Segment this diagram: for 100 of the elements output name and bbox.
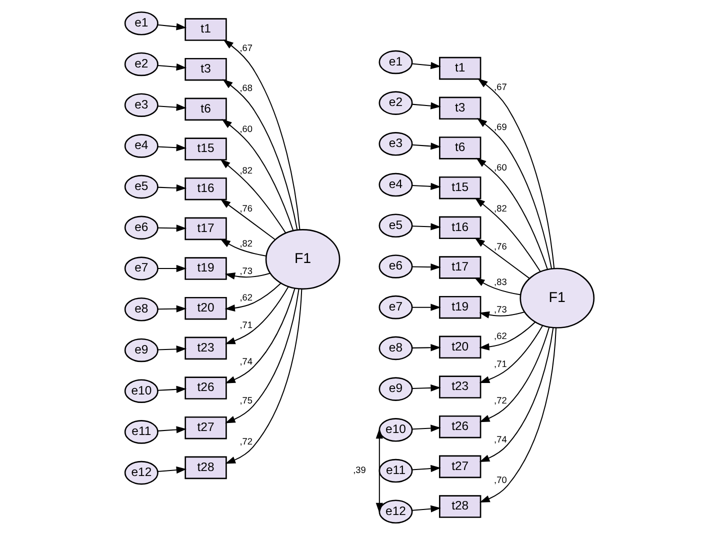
- node-box: t17: [439, 256, 482, 279]
- node-ellipse: e3: [378, 132, 413, 156]
- edge-label: ,69: [494, 122, 507, 132]
- edge-label: ,82: [494, 204, 507, 214]
- edge-label: ,74: [494, 434, 507, 444]
- arrow: [476, 158, 548, 270]
- arrow: [479, 322, 536, 350]
- arrow: [225, 286, 289, 344]
- arrow: [412, 505, 441, 512]
- node-box: t16: [184, 177, 227, 200]
- edge-label: ,62: [494, 331, 507, 342]
- arrow: [158, 184, 187, 192]
- node-box: t27: [439, 455, 482, 478]
- arrow: [224, 272, 270, 280]
- arrow: [476, 118, 552, 269]
- node-ellipse: e9: [124, 338, 158, 362]
- node-ellipse: e6: [378, 254, 413, 278]
- edge-label: ,68: [240, 83, 253, 93]
- arrow: [479, 325, 544, 383]
- node-box: t1: [184, 18, 227, 41]
- node-ellipse: e2: [124, 52, 158, 76]
- node-box: t19: [439, 296, 482, 319]
- node-ellipse: e10: [378, 418, 413, 442]
- arrow: [158, 63, 187, 71]
- arrow: [222, 118, 294, 231]
- node-box: t23: [184, 336, 227, 360]
- edge-label: ,60: [494, 162, 507, 173]
- node-box: t27: [184, 416, 227, 440]
- edge-label: ,62: [240, 292, 253, 302]
- arrow: [158, 104, 187, 111]
- edge-label: ,39: [353, 465, 366, 476]
- node-box: t20: [439, 336, 482, 359]
- arrow: [158, 426, 187, 434]
- arrow: [412, 344, 441, 352]
- node-ellipse: F1: [520, 268, 595, 328]
- arrow: [412, 142, 441, 150]
- arrow: [225, 288, 302, 464]
- arrow: [479, 311, 525, 318]
- arrow: [412, 304, 441, 311]
- node-ellipse: e8: [124, 297, 158, 322]
- arrow: [479, 327, 550, 422]
- edge-label: ,72: [240, 436, 253, 446]
- edge-label: ,67: [240, 43, 253, 54]
- node-ellipse: e5: [378, 214, 413, 238]
- node-ellipse: e4: [378, 172, 413, 197]
- edge-label: ,76: [494, 241, 507, 252]
- arrow: [158, 466, 187, 474]
- arrow: [412, 464, 441, 472]
- edge-label: ,72: [494, 396, 507, 406]
- node-ellipse: e9: [378, 377, 413, 401]
- node-ellipse: e2: [378, 91, 413, 115]
- edge-label: ,82: [240, 166, 253, 176]
- arrow: [158, 23, 187, 30]
- arrow: [158, 224, 187, 232]
- node-box: t28: [184, 456, 227, 480]
- node-box: t6: [439, 136, 482, 160]
- edge-label: ,70: [494, 475, 507, 486]
- node-ellipse: e5: [124, 174, 158, 199]
- node-box: t6: [184, 98, 227, 121]
- arrow: [479, 328, 554, 462]
- arrow: [412, 384, 441, 392]
- node-ellipse: F1: [265, 229, 340, 290]
- arrow: [474, 238, 530, 279]
- node-box: t3: [184, 58, 227, 81]
- edge-label: ,60: [240, 124, 253, 134]
- arrow: [158, 264, 187, 272]
- node-box: t16: [439, 216, 482, 240]
- arrow: [412, 182, 441, 190]
- edge-label: ,75: [240, 396, 253, 406]
- arrow: [412, 62, 441, 70]
- edge-label: ,71: [240, 320, 253, 330]
- arrow: [224, 282, 282, 312]
- arrow: [223, 40, 300, 230]
- arrow: [412, 223, 441, 230]
- arrow: [158, 144, 187, 152]
- node-ellipse: e4: [124, 134, 158, 158]
- arrow: [225, 288, 300, 424]
- node-box: t26: [439, 415, 482, 438]
- node-box: t28: [439, 495, 482, 518]
- arrow: [220, 198, 276, 240]
- node-ellipse: e1: [124, 11, 158, 36]
- arrow: [220, 238, 266, 256]
- arrow: [158, 305, 187, 312]
- arrow: [474, 198, 541, 272]
- arrow: [158, 386, 187, 393]
- node-box: t3: [439, 96, 482, 120]
- arrow: [412, 102, 441, 110]
- arrow: [412, 263, 441, 271]
- arrow: [376, 428, 383, 514]
- node-box: t23: [439, 376, 482, 398]
- arrow: [480, 328, 557, 502]
- arrow: [412, 424, 441, 432]
- node-ellipse: e7: [378, 295, 413, 320]
- edge-label: ,73: [494, 304, 507, 315]
- node-ellipse: e7: [124, 256, 158, 280]
- edge-label: ,76: [240, 204, 253, 214]
- node-box: t19: [184, 257, 227, 280]
- node-ellipse: e11: [378, 458, 413, 483]
- node-ellipse: e12: [124, 460, 158, 485]
- edge-label: ,82: [240, 238, 253, 248]
